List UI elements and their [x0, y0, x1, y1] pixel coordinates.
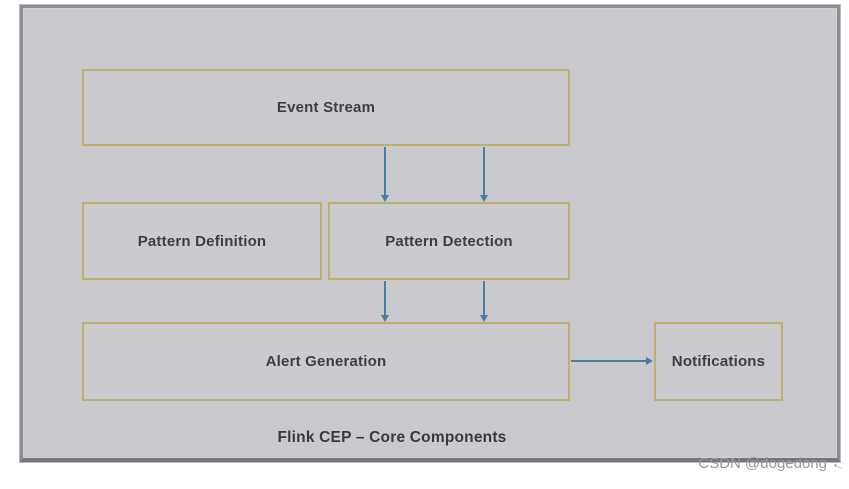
node-alert-generation: Alert Generation: [82, 322, 570, 401]
arrow-pattern-detection-to-alert-generation-1: [384, 281, 386, 320]
node-event-stream-label: Event Stream: [276, 99, 376, 116]
arrow-event-stream-to-pattern-detection-1: [384, 147, 386, 200]
node-notifications-label: Notifications: [671, 353, 766, 370]
node-pattern-detection: Pattern Detection: [328, 202, 570, 280]
node-alert-generation-label: Alert Generation: [265, 353, 387, 370]
watermark-arrow-icon: ←: [829, 453, 849, 474]
diagram-caption: Flink CEP – Core Components: [277, 429, 507, 446]
node-notifications: Notifications: [654, 322, 783, 401]
arrow-event-stream-to-pattern-detection-2: [483, 147, 485, 200]
node-event-stream: Event Stream: [82, 69, 570, 146]
arrow-pattern-detection-to-alert-generation-2: [483, 281, 485, 320]
arrow-alert-generation-to-notifications: [571, 360, 651, 362]
watermark: CSDN @dogedong ←: [698, 453, 849, 474]
node-pattern-detection-label: Pattern Detection: [385, 232, 513, 250]
watermark-text: CSDN @dogedong: [698, 455, 827, 472]
node-pattern-definition-label: Pattern Definition: [137, 232, 267, 250]
node-pattern-definition: Pattern Definition: [82, 202, 322, 280]
